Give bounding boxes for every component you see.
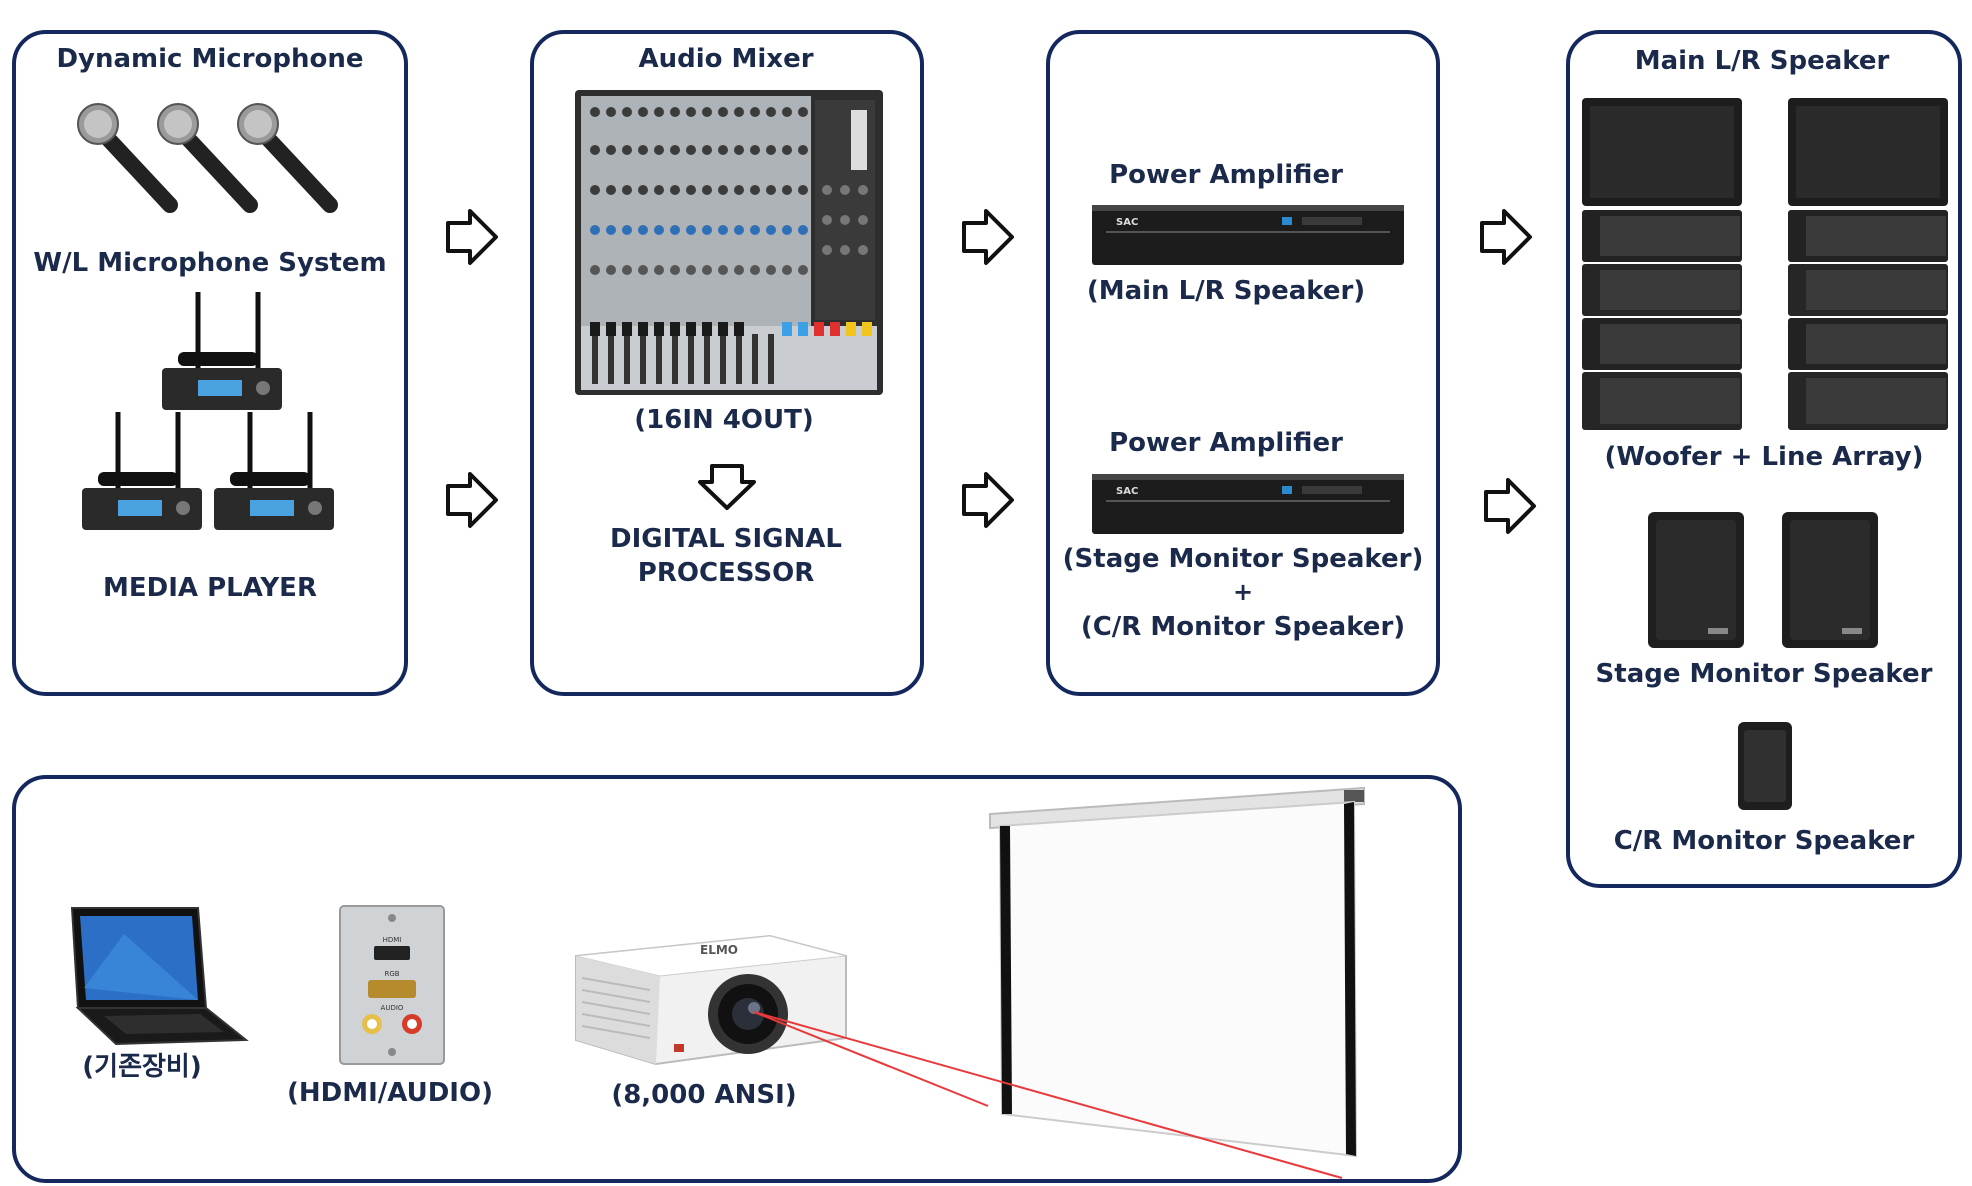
arrow-right-icon [446, 472, 498, 528]
cr-monitor-speaker-image [1738, 722, 1792, 810]
wall-plate-image: HDMI RGB AUDIO [339, 905, 445, 1065]
speaker-icon [1782, 512, 1878, 648]
arrow-right-icon [1480, 209, 1532, 265]
svg-text:RGB: RGB [384, 970, 399, 978]
dsp-label-line1: DIGITAL SIGNAL [610, 524, 842, 554]
speaker-icon [1648, 512, 1744, 648]
mixer-spec-label: (16IN 4OUT) [634, 405, 814, 435]
laptop-caption: (기존장비) [82, 1052, 202, 1082]
svg-text:ELMO: ELMO [700, 943, 738, 957]
line-array-speaker-image [1582, 98, 1948, 430]
stage-monitor-speakers-image [1648, 512, 1878, 648]
amp2-caption-stage: (Stage Monitor Speaker) [1062, 544, 1424, 574]
svg-text:HDMI: HDMI [383, 936, 402, 944]
main-speaker-title: Main L/R Speaker [1634, 46, 1890, 76]
arrow-right-icon [962, 209, 1014, 265]
power-amplifier-image: SAC [1092, 205, 1404, 265]
microphone-icon [237, 103, 338, 213]
arrow-down-icon [698, 464, 756, 510]
cr-monitor-title: C/R Monitor Speaker [1613, 826, 1915, 856]
svg-text:SAC: SAC [1116, 217, 1138, 228]
main-speaker-caption: (Woofer + Line Array) [1604, 442, 1924, 472]
speaker-icon [1738, 722, 1792, 810]
amp1-caption: (Main L/R Speaker) [1086, 276, 1366, 306]
power-amplifier-image: SAC [1092, 474, 1404, 534]
audio-mixer-title: Audio Mixer [638, 44, 814, 74]
svg-text:AUDIO: AUDIO [381, 1004, 404, 1012]
arrow-right-icon [446, 209, 498, 265]
line-array-stack-left [1582, 98, 1742, 430]
amp1-title: Power Amplifier [1109, 160, 1343, 190]
power-amplifier-panel [1046, 30, 1440, 696]
wireless-receivers-image [82, 292, 334, 530]
media-player-title: MEDIA PLAYER [103, 573, 317, 603]
microphone-icon [157, 103, 258, 213]
dsp-label-line2: PROCESSOR [637, 558, 815, 588]
stage-monitor-title: Stage Monitor Speaker [1595, 659, 1933, 689]
wireless-receiver-icon [214, 412, 334, 530]
arrow-right-icon [1484, 478, 1536, 534]
wireless-receiver-icon [82, 412, 202, 530]
wireless-receiver-icon [162, 292, 282, 410]
audio-mixer-image [575, 90, 883, 395]
microphone-icon [77, 103, 178, 213]
projection-beam [753, 1011, 1343, 1179]
amp2-caption-cr: (C/R Monitor Speaker) [1080, 612, 1406, 642]
amp2-plus-sign: + [1232, 578, 1254, 606]
laptop-image [70, 907, 249, 1046]
svg-text:SAC: SAC [1116, 486, 1138, 497]
line-array-stack-right [1788, 98, 1948, 430]
projection-screen-image [989, 786, 1365, 1158]
arrow-right-icon [962, 472, 1014, 528]
projector-caption: (8,000 ANSI) [611, 1080, 797, 1110]
amp2-title: Power Amplifier [1109, 428, 1343, 458]
wall-plate-caption: (HDMI/AUDIO) [287, 1078, 493, 1108]
dynamic-microphone-title: Dynamic Microphone [56, 44, 364, 74]
wireless-microphone-title: W/L Microphone System [33, 248, 387, 278]
dynamic-microphones-image [77, 103, 338, 213]
projector-image: ELMO [575, 934, 847, 1066]
